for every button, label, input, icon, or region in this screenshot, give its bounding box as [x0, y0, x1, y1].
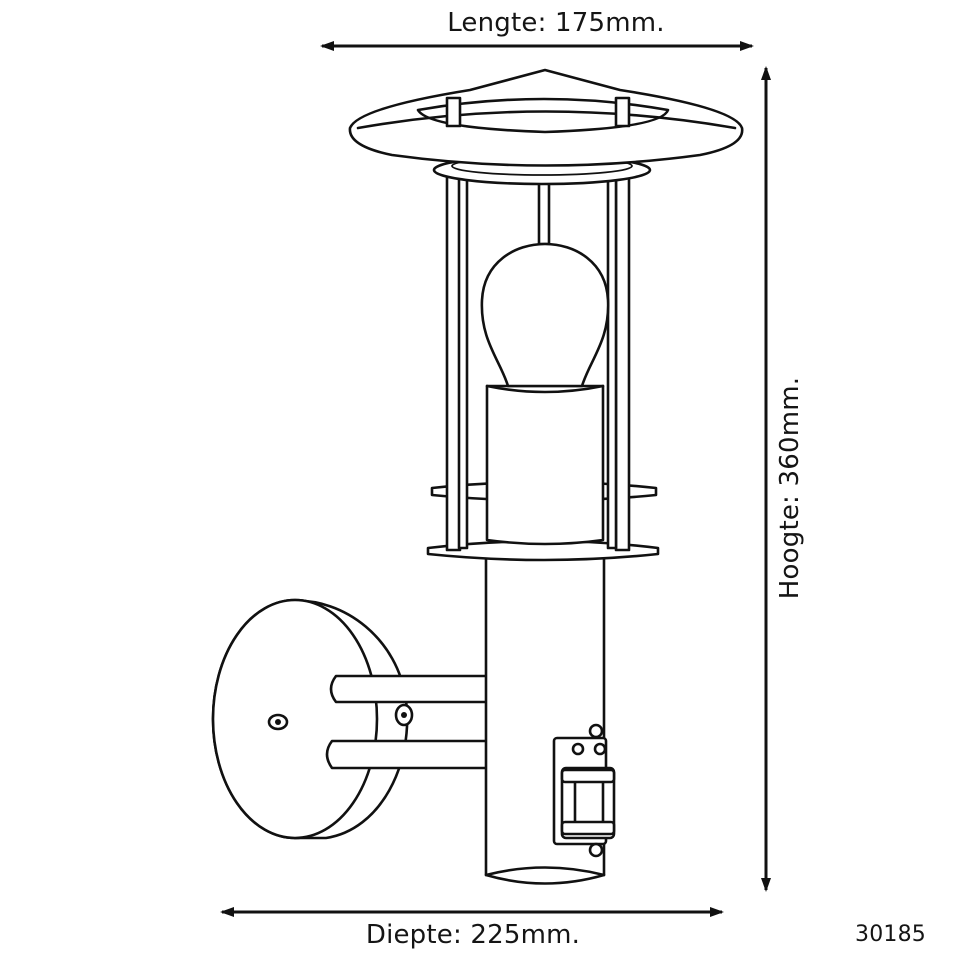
mounting-arms: [325, 674, 494, 770]
depth-dimension-label: Diepte: 225mm.: [365, 920, 581, 950]
height-dimension-label: Hoogte: 360mm.: [775, 376, 805, 600]
product-code: 30185: [855, 922, 926, 947]
light-bulb-icon: [480, 242, 610, 388]
motion-sensor: [552, 723, 616, 858]
cage-bars: [445, 96, 631, 552]
lamp-socket: [485, 384, 605, 546]
length-dimension-label: Lengte: 175mm.: [447, 8, 665, 38]
wall-mounting-plate: [211, 598, 409, 840]
lamp-roof: [348, 68, 744, 167]
